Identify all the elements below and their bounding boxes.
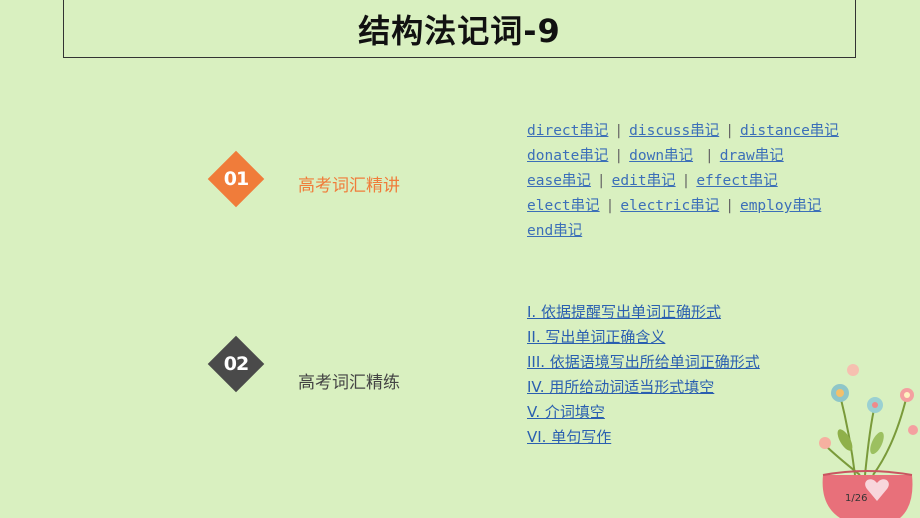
section-02-title[interactable]: 高考词汇精练 [298,373,400,393]
section-01-title[interactable]: 高考词汇精讲 [298,176,400,196]
link-end[interactable]: end串记 [527,223,583,239]
exercise-link-2[interactable]: II. 写出单词正确含义 [527,328,666,346]
link-elect[interactable]: elect串记 [527,198,600,214]
section-01-links: direct串记|discuss串记|distance串记 donate串记|d… [527,119,839,244]
separator: | [605,198,615,214]
link-effect[interactable]: effect串记 [696,173,778,189]
separator: | [614,123,624,139]
link-row: direct串记 | discuss串记 | distance串记 [527,119,839,144]
exercise-link-5[interactable]: V. 介词填空 [527,403,605,421]
link-employ[interactable]: employ串记 [739,198,822,214]
separator: | [614,148,624,164]
link-down[interactable]: down串记 [629,148,694,164]
separator: | [725,123,734,139]
section-02-links: I. 依据提醒写出单词正确形式 II. 写出单词正确含义 III. 依据语境写出… [527,300,760,450]
link-discuss[interactable]: discuss串记 [629,123,720,139]
link-row: elect串记 | electric串记 | employ串记 [527,194,839,219]
section-02-number: 02 [223,353,249,375]
link-row: ease串记 | edit串记 | effect串记 [527,169,839,194]
separator: | [681,173,691,189]
page-title: 结构法记词-9 [358,11,561,50]
link-distance[interactable]: distance串记 [739,123,839,139]
link-draw[interactable]: draw串记 [719,148,784,164]
exercise-link-1[interactable]: I. 依据提醒写出单词正确形式 [527,303,721,321]
link-ease[interactable]: ease串记 [527,173,591,189]
separator: | [725,198,734,214]
exercise-link-6[interactable]: VI. 单句写作 [527,428,612,446]
link-electric[interactable]: electric串记 [620,198,720,214]
link-direct[interactable]: direct串记 [527,123,609,139]
link-donate[interactable]: donate串记 [527,148,609,164]
exercise-link-3[interactable]: III. 依据语境写出所给单词正确形式 [527,353,760,371]
flower-pot-decoration [819,364,918,518]
section-01-number: 01 [223,168,249,190]
page-number: 1/26 [845,493,868,504]
separator: | [596,173,606,189]
exercise-link-4[interactable]: IV. 用所给动词适当形式填空 [527,378,715,396]
link-row: end串记 [527,219,839,244]
separator: | [705,148,714,164]
link-edit[interactable]: edit串记 [611,173,676,189]
link-row: donate串记 | down串记 | draw串记 [527,144,839,169]
title-box: 结构法记词-9 [63,0,856,58]
